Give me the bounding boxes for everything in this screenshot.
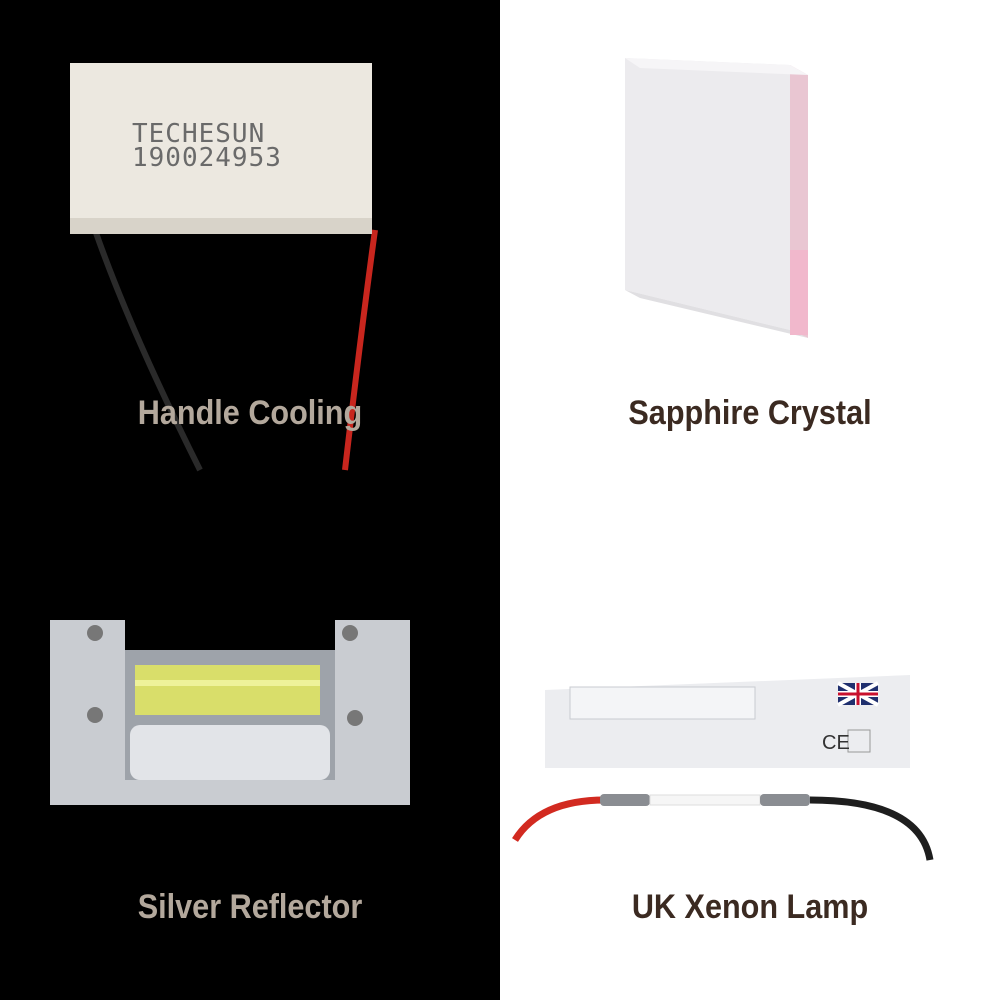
product-label: UK Xenon Lamp xyxy=(631,888,869,926)
product-panel-sapphire-crystal: Sapphire Crystal xyxy=(500,0,1000,500)
product-label: Silver Reflector xyxy=(137,888,363,926)
product-panel-uk-xenon-lamp: CE UK Xenon Lamp xyxy=(500,500,1000,1000)
sapphire-crystal-image xyxy=(625,58,808,338)
product-label: Sapphire Crystal xyxy=(628,394,872,432)
module-marking-line2: 190024953 xyxy=(132,143,282,173)
product-panel-handle-cooling: TECHESUN 190024953 Handle Cooling xyxy=(0,0,500,500)
xenon-lamp-image xyxy=(512,675,934,861)
silver-reflector-image xyxy=(50,620,410,805)
product-panel-silver-reflector: Silver Reflector xyxy=(0,500,500,1000)
peltier-module-image xyxy=(70,63,378,472)
product-label: Handle Cooling xyxy=(137,394,363,432)
module-marking-line1: TECHESUN xyxy=(132,119,266,149)
ce-mark: CE xyxy=(822,732,850,754)
